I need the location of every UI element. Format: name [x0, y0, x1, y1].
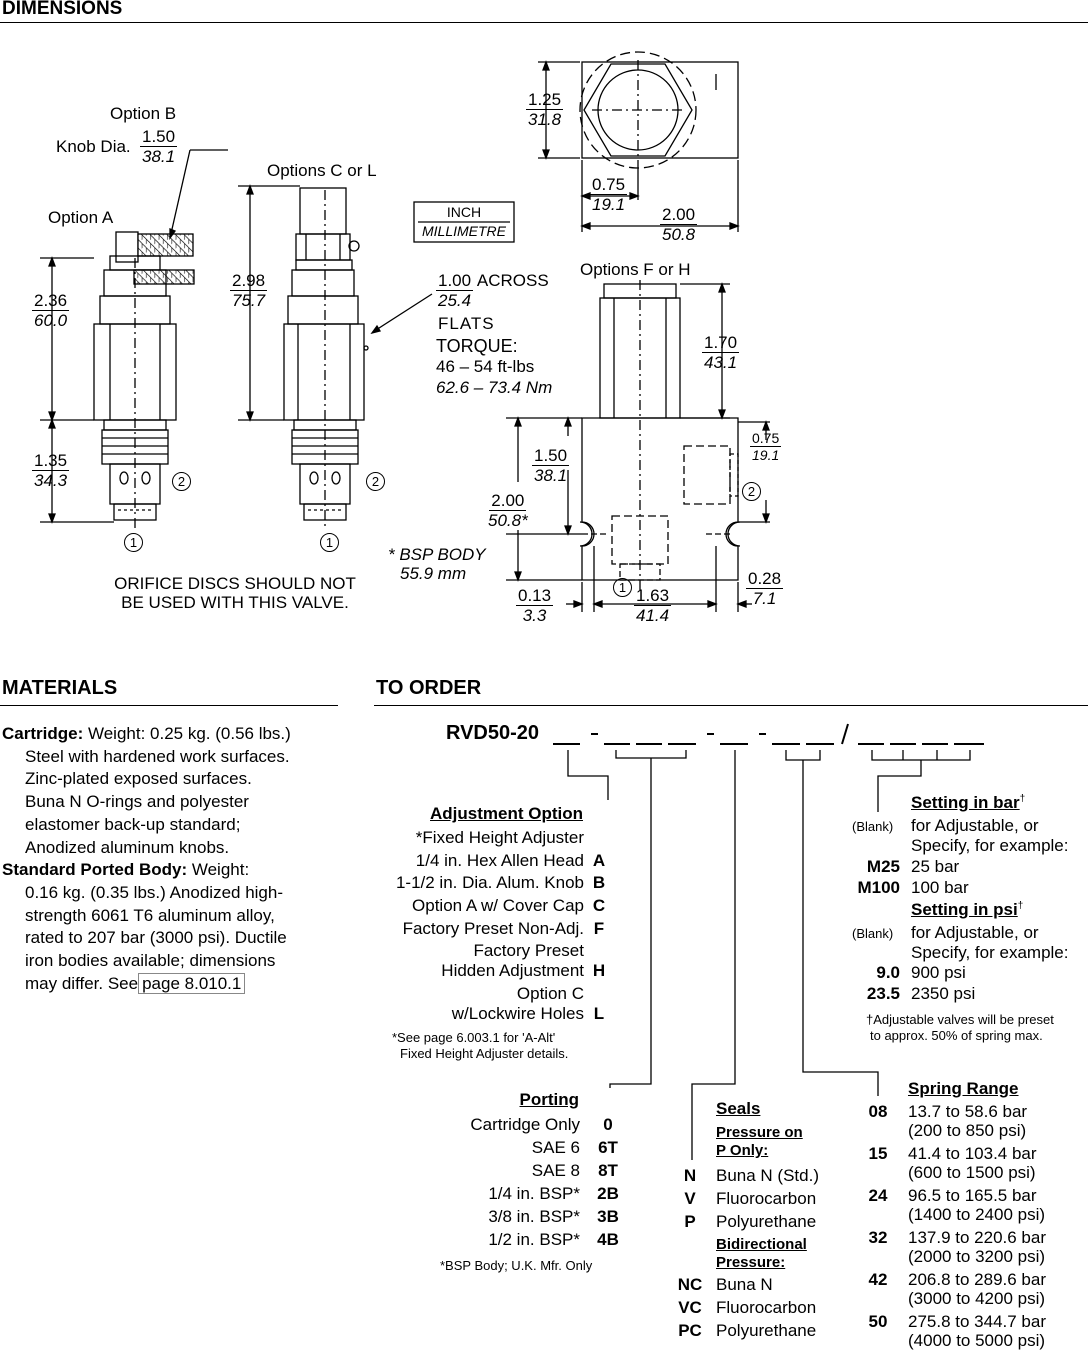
option-b-label: Option B [110, 104, 177, 123]
flats-label: FLATS [438, 314, 495, 333]
seals-title: Seals [716, 1099, 761, 1118]
model-number: RVD50-20 [446, 722, 540, 744]
setting-psi-blank-text: for Adjustable, or Specify, for example: [911, 923, 1069, 962]
setting-bar-blank-text: for Adjustable, or Specify, for example: [911, 816, 1069, 855]
porting-title: Porting [519, 1090, 580, 1109]
setting-note: †Adjustable valves will be preset to app… [866, 1012, 1054, 1043]
adjustment-title: Adjustment Option [430, 804, 583, 823]
adjustment-note: *See page 6.003.1 for 'A-Alt' Fixed Heig… [392, 1030, 569, 1061]
materials-title: MATERIALS [2, 677, 118, 699]
dimensions-rule [0, 22, 1088, 23]
adjustment-list: *Fixed Height Adjuster 1/4 in. Hex Allen… [395, 828, 606, 1024]
porting-note: *BSP Body; U.K. Mfr. Only [440, 1258, 593, 1273]
unit-legend: INCH MILLIMETRE [421, 204, 506, 239]
port-1-marker-a: 1 [124, 533, 143, 552]
option-a-label: Option A [48, 208, 114, 227]
setting-psi-title: Setting in psi† [911, 900, 1024, 919]
port-2-marker-c: 2 [366, 472, 385, 491]
port-1-marker-body: 1 [613, 578, 632, 597]
materials-text: Cartridge: Weight: 0.25 kg. (0.56 lbs.) … [2, 724, 291, 994]
dimension-drawing [40, 51, 770, 612]
materials-rule [0, 705, 338, 706]
setting-bar-title: Setting in bar† [911, 793, 1026, 812]
page-link[interactable]: page 8.010.1 [138, 972, 246, 994]
valve-option-f-body [579, 280, 741, 590]
port-2-marker-body: 2 [742, 482, 761, 501]
orifice-note: ORIFICE DISCS SHOULD NOT BE USED WITH TH… [114, 574, 356, 612]
torque-label: TORQUE: [436, 336, 518, 356]
to-order-title: TO ORDER [376, 677, 482, 699]
to-order-rule [374, 705, 1088, 706]
port-2-marker-a: 2 [172, 472, 191, 491]
valve-option-a [93, 231, 195, 530]
knob-dia-label: Knob Dia. [56, 137, 131, 156]
setting-psi-blank: (Blank) [852, 926, 894, 941]
spring-range-title: Spring Range [908, 1079, 1019, 1098]
dimensions-title: DIMENSIONS [2, 0, 123, 19]
seals-bidirectional-heading: Bidirectional Pressure: [716, 1236, 807, 1271]
valve-option-c [283, 187, 369, 530]
options-f-h-label: Options F or H [580, 260, 691, 279]
torque-ft-lbs: 46 – 54 ft-lbs [436, 357, 535, 376]
port-1-marker-c: 1 [320, 533, 339, 552]
options-c-l-label: Options C or L [267, 161, 377, 180]
bsp-body-note: * BSP BODY 55.9 mm [388, 545, 486, 583]
seals-p-only-heading: Pressure on P Only: [716, 1124, 803, 1159]
setting-bar-blank: (Blank) [852, 819, 894, 834]
torque-nm: 62.6 – 73.4 Nm [436, 378, 553, 397]
